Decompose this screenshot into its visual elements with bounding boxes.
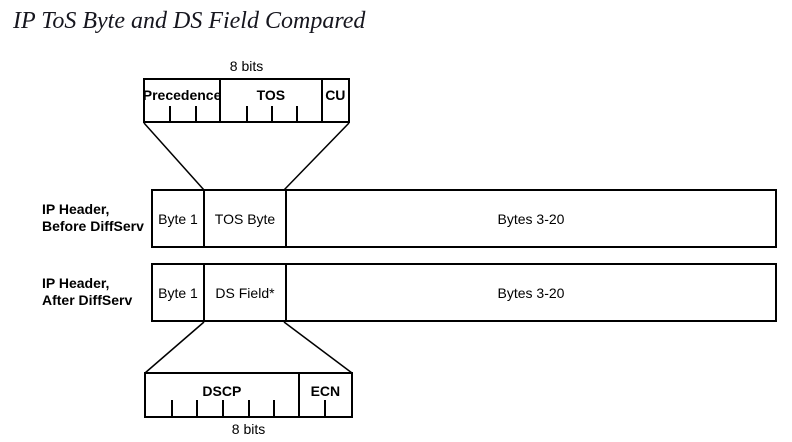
- bottom-funnel-right-line: [283, 321, 353, 374]
- bit-tick: [221, 400, 224, 416]
- ip-header-after-row: Byte 1 DS Field* Bytes 3-20: [151, 263, 777, 322]
- cu-cell: CU: [323, 80, 348, 121]
- ip-header-before-label-line2: Before DiffServ: [42, 218, 144, 234]
- bit-tick: [270, 106, 273, 121]
- precedence-label: Precedence: [142, 87, 222, 103]
- ecn-label: ECN: [310, 383, 341, 399]
- ds-field-bits-label: 8 bits: [231, 421, 266, 437]
- precedence-cell: Precedence: [142, 80, 222, 121]
- bytes-3-20-cell: Bytes 3-20: [497, 210, 565, 227]
- cu-label: CU: [325, 87, 346, 103]
- tos-cell: TOS: [221, 80, 323, 121]
- bit-tick: [247, 400, 250, 416]
- ip-header-after-label-line2: After DiffServ: [42, 292, 133, 308]
- bit-tick: [273, 400, 276, 416]
- page-title: IP ToS Byte and DS Field Compared: [13, 8, 366, 34]
- bit-tick: [194, 106, 197, 121]
- ds-field-bit-ticks: [146, 374, 351, 416]
- byte1-cell: Byte 1: [153, 191, 205, 246]
- dscp-cell: DSCP: [146, 374, 300, 416]
- bit-tick: [324, 400, 327, 416]
- top-funnel-left-line: [143, 122, 205, 191]
- ds-field-detail-box: DSCP ECN: [144, 372, 353, 418]
- ip-header-after-label: IP Header, After DiffServ: [42, 275, 132, 309]
- ip-header-before-label: IP Header, Before DiffServ: [42, 201, 144, 235]
- ip-header-before-label-line1: IP Header,: [42, 201, 110, 217]
- bottom-funnel-left-line: [144, 321, 205, 374]
- bit-tick: [196, 400, 199, 416]
- bit-tick: [296, 106, 299, 121]
- bytes-3-20-cell: Bytes 3-20: [497, 284, 565, 301]
- bit-tick: [170, 400, 173, 416]
- bit-tick: [169, 106, 172, 121]
- tos-byte-cell: TOS Byte: [205, 191, 287, 246]
- byte1-cell: Byte 1: [153, 265, 205, 320]
- tos-byte-bit-ticks: [145, 80, 348, 121]
- ip-header-after-label-line1: IP Header,: [42, 275, 110, 291]
- top-funnel-right-line: [283, 122, 350, 191]
- ip-header-before-row: Byte 1 TOS Byte Bytes 3-20: [151, 189, 777, 248]
- dscp-label: DSCP: [202, 383, 242, 399]
- bit-tick: [245, 106, 248, 121]
- ds-field-cell: DS Field*: [205, 265, 287, 320]
- tos-byte-detail-box: Precedence TOS CU: [143, 78, 350, 123]
- tos-label: TOS: [256, 87, 286, 103]
- ecn-cell: ECN: [300, 374, 351, 416]
- tos-byte-bits-label: 8 bits: [229, 58, 264, 74]
